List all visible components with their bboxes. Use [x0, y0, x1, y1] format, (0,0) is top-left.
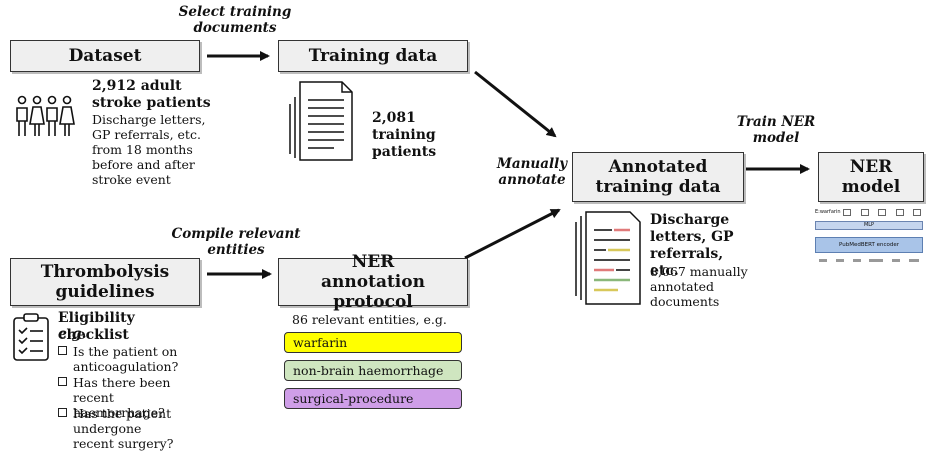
compile-relevant-entities-label: Compile relevant entities	[171, 226, 301, 258]
annotated-document-count: 8,067 manually annotated documents	[650, 264, 748, 309]
checklist-title: Eligibility checklist	[58, 310, 135, 343]
model-mlp-layer: MLP	[815, 221, 923, 230]
annotated-training-data-box: Annotated training data	[572, 152, 744, 202]
document-stack-icon	[289, 81, 353, 161]
checkbox-icon	[58, 377, 67, 386]
model-encoder-layer: PubMedBERT encoder	[815, 237, 923, 253]
checkbox-icon	[58, 408, 67, 417]
train-ner-model-label: Train NER model	[736, 114, 816, 146]
people-icon	[16, 95, 75, 136]
annotated-document-types: Discharge letters, GP referrals, etc.	[650, 212, 734, 279]
checklist-item: Is the patient on anticoagulation?	[58, 344, 188, 374]
checklist-item: Has there been recent haemorrhage?	[58, 375, 188, 420]
select-training-documents-label: Select training documents	[178, 4, 292, 36]
checklist-item: Has the patient undergone recent surgery…	[58, 406, 188, 451]
model-output-tokens	[843, 209, 921, 216]
dataset-box: Dataset	[10, 40, 200, 72]
arrow-protocol-to-annotated	[464, 208, 561, 260]
ner-annotation-protocol-box: NER annotation protocol	[278, 252, 468, 312]
ner-model-box: NER model	[818, 152, 924, 202]
training-data-box: Training data	[278, 40, 468, 72]
annotated-document-icon	[575, 211, 641, 305]
entity-chip-warfarin: warfarin	[284, 332, 462, 353]
clipboard-icon	[13, 313, 49, 361]
entity-chip-surgical-procedure: surgical-procedure	[284, 388, 462, 409]
checklist-eg: e.g.	[58, 326, 87, 342]
training-patient-count: 2,081 training patients	[372, 110, 437, 160]
dataset-patient-count: 2,912 adult stroke patients	[92, 78, 211, 111]
arrow-training-to-annotated	[474, 70, 557, 138]
protocol-entity-count: 86 relevant entities, e.g.	[292, 312, 447, 327]
checkbox-icon	[58, 346, 67, 355]
manually-annotate-label: Manually annotate	[496, 156, 568, 188]
model-output-label: E:warfarin	[815, 209, 841, 215]
entity-chip-non-brain-haemorrhage: non-brain haemorrhage	[284, 360, 462, 381]
dataset-description: Discharge letters, GP referrals, etc. fr…	[92, 112, 206, 187]
model-input-tokens	[819, 259, 919, 265]
ner-model-architecture-thumbnail: E:warfarin MLP PubMedBERT encoder	[815, 209, 923, 269]
thrombolysis-guidelines-box: Thrombolysis guidelines	[10, 258, 200, 306]
